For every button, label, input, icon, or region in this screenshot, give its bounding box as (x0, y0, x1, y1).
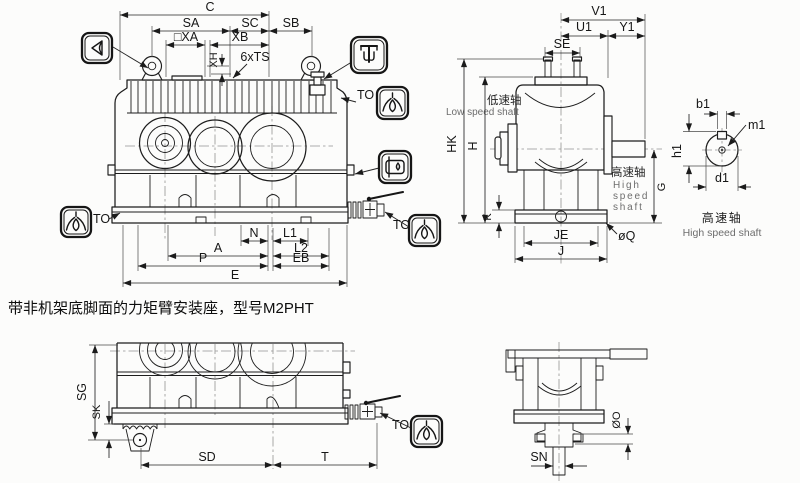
high-speed-shaft-en3: shaft (613, 202, 644, 213)
high-speed-shaft-en2: speed (613, 191, 649, 202)
dim-A: A (214, 241, 223, 255)
dim-SE: SE (554, 37, 571, 51)
main-view-top-dimensions: C SA SC SB □XA XB XH 6xTS (119, 0, 313, 86)
to-label-right-lower: TO (393, 218, 410, 232)
dim-b1: b1 (696, 97, 710, 111)
drain-icon-bottom (409, 414, 444, 449)
drain-icon-right-lower (407, 213, 442, 248)
main-side-view (107, 55, 404, 240)
dim-C: C (205, 0, 214, 14)
dim-OO: ØO (611, 411, 623, 429)
torque-arm-bracket (122, 424, 158, 452)
dim-SA: SA (183, 16, 200, 30)
dim-XH: XH (208, 52, 220, 67)
dim-H: H (466, 141, 480, 150)
dim-L2: L2 (294, 241, 308, 255)
dim-SD: SD (198, 450, 215, 464)
sight-glass-icon (80, 31, 114, 65)
dim-T: T (321, 450, 329, 464)
low-speed-shaft-zh: 低速轴 (487, 93, 522, 107)
dim-E: E (231, 268, 239, 282)
dim-SK: SK (91, 404, 103, 419)
dim-m1: m1 (748, 118, 765, 132)
drawing-caption: 带非机架底脚面的力矩臂安装座，型号M2PHT (8, 300, 314, 317)
shaft-bosses (138, 112, 307, 182)
dim-SB: SB (283, 16, 300, 30)
dim-EB: EB (293, 251, 310, 265)
dim-h1: h1 (670, 144, 684, 158)
breather-icon (349, 35, 389, 75)
to-label-right-top: TO (357, 88, 374, 102)
dim-K: K (482, 213, 494, 221)
bottom-end-view: ØO SN (505, 342, 648, 481)
main-drain-valve (347, 191, 404, 219)
end-view-dimensions: V1 U1 Y1 SE HK H K JE J øQ G (445, 4, 668, 263)
to-label-bottom: TO (392, 418, 409, 432)
dim-SC: SC (241, 16, 258, 30)
high-speed-shaft-en1: High (613, 180, 641, 191)
dim-oQ: øQ (618, 229, 636, 243)
callout-icons: TO TO TO (59, 31, 442, 248)
low-speed-shaft-en: Low speed shaft (446, 107, 519, 118)
dim-V1: V1 (591, 4, 606, 18)
dim-HK: HK (445, 135, 459, 153)
main-view-bottom-dimensions: N L1 A L2 P EB E (122, 225, 348, 287)
dim-SN: SN (530, 450, 547, 464)
dim-XA: □XA (174, 30, 199, 44)
drain-icon (375, 85, 410, 121)
dim-J: J (558, 244, 564, 258)
high-speed-shaft-zh: 高速轴 (611, 165, 646, 179)
dim-G: G (656, 183, 668, 192)
dim-JE: JE (554, 228, 569, 242)
lifting-eye-left (141, 55, 163, 81)
dim-XB: XB (232, 30, 249, 44)
oil-level-icon (377, 149, 413, 185)
dim-U1: U1 (576, 20, 592, 34)
shaft-detail-caption-zh: 高速轴 (702, 210, 743, 225)
dim-6xTS: 6xTS (240, 50, 269, 64)
shaft-detail-caption-en: High speed shaft (683, 227, 762, 239)
to-label-left: TO (93, 212, 110, 226)
dim-N: N (249, 226, 258, 240)
bottom-drain-valve (344, 395, 401, 420)
dim-L1: L1 (283, 226, 297, 240)
dim-P: P (199, 251, 207, 265)
dim-d1: d1 (715, 171, 729, 185)
drain-icon-left (59, 205, 93, 239)
shaft-section-detail: b1 m1 h1 d1 高速轴 High speed shaft (670, 97, 765, 239)
dim-Y1: Y1 (619, 20, 634, 34)
bottom-side-view: SG SK SD T TO (75, 342, 444, 469)
dim-SG: SG (75, 383, 89, 401)
